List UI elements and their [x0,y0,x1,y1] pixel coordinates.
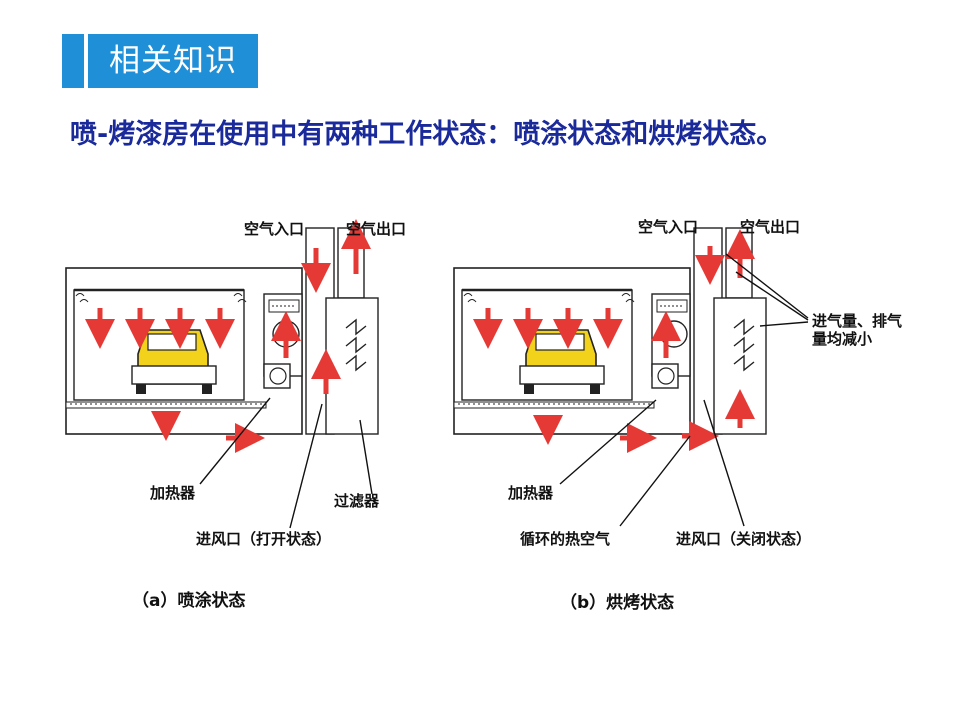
label-circulating-b: 循环的热空气 [520,530,610,548]
label-heater-a: 加热器 [149,484,196,502]
leader-lines-b [559,253,809,527]
label-heater-b: 加热器 [507,484,554,502]
label-reduce-line1: 进气量、排气 [812,312,902,330]
header-accent-bar [62,34,84,88]
label-inlet-b: 进风口（关闭状态） [676,530,811,548]
leader-lines-a [199,397,373,529]
label-air-out-b: 空气出口 [740,218,800,236]
section-title: 相关知识 [88,34,258,88]
label-reduce-line2: 量均减小 [812,330,872,348]
booth-b [452,226,768,453]
subtitle: 喷-烤漆房在使用中有两种工作状态：喷涂状态和烘烤状态。 [70,119,784,150]
label-filter-a: 过滤器 [334,492,380,510]
label-air-out-a: 空气出口 [346,220,406,238]
booth-a [64,219,380,453]
label-inlet-a: 进风口（打开状态） [196,530,331,548]
label-air-in-a: 空气入口 [244,220,304,238]
caption-b: （b）烘烤状态 [560,592,674,613]
label-air-in-b: 空气入口 [638,218,698,236]
caption-a: （a）喷涂状态 [132,590,245,611]
